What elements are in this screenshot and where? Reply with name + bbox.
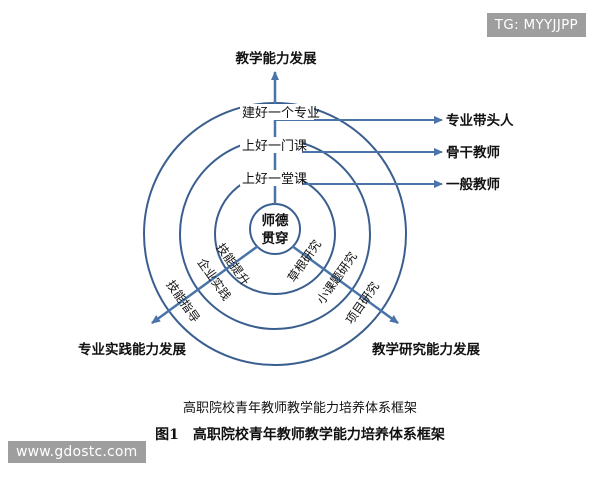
- ring-inner-label: 上好一堂课: [242, 172, 307, 187]
- ring-middle-label: 上好一门课: [242, 139, 307, 154]
- role-middle-label: 骨干教师: [446, 144, 500, 161]
- watermark-top: TG: MYYJJPP: [486, 13, 586, 37]
- arrow-diag-left: [151, 244, 259, 325]
- watermark-bottom: www.gdostc.com: [8, 441, 146, 463]
- role-outer-label: 专业带头人: [446, 112, 514, 129]
- left-outer-label: 技能指导: [164, 277, 204, 325]
- goal-right-label: 教学研究能力发展: [372, 341, 480, 358]
- role-inner-label: 一般教师: [446, 176, 500, 193]
- goal-left-label: 专业实践能力发展: [78, 341, 186, 358]
- center-label-line2: 贯穿: [262, 230, 289, 247]
- figure-caption: 图1 高职院校青年教师教学能力培养体系框架: [155, 427, 445, 443]
- ring-outer-label: 建好一个专业: [242, 106, 320, 121]
- center-label-line1: 师德: [262, 212, 289, 229]
- arrow-diag-right: [291, 244, 399, 325]
- caption-title: 高职院校青年教师教学能力培养体系框架: [182, 401, 417, 416]
- goal-top-label: 教学能力发展: [236, 50, 317, 67]
- right-middle-label: 小课题研究: [313, 249, 360, 307]
